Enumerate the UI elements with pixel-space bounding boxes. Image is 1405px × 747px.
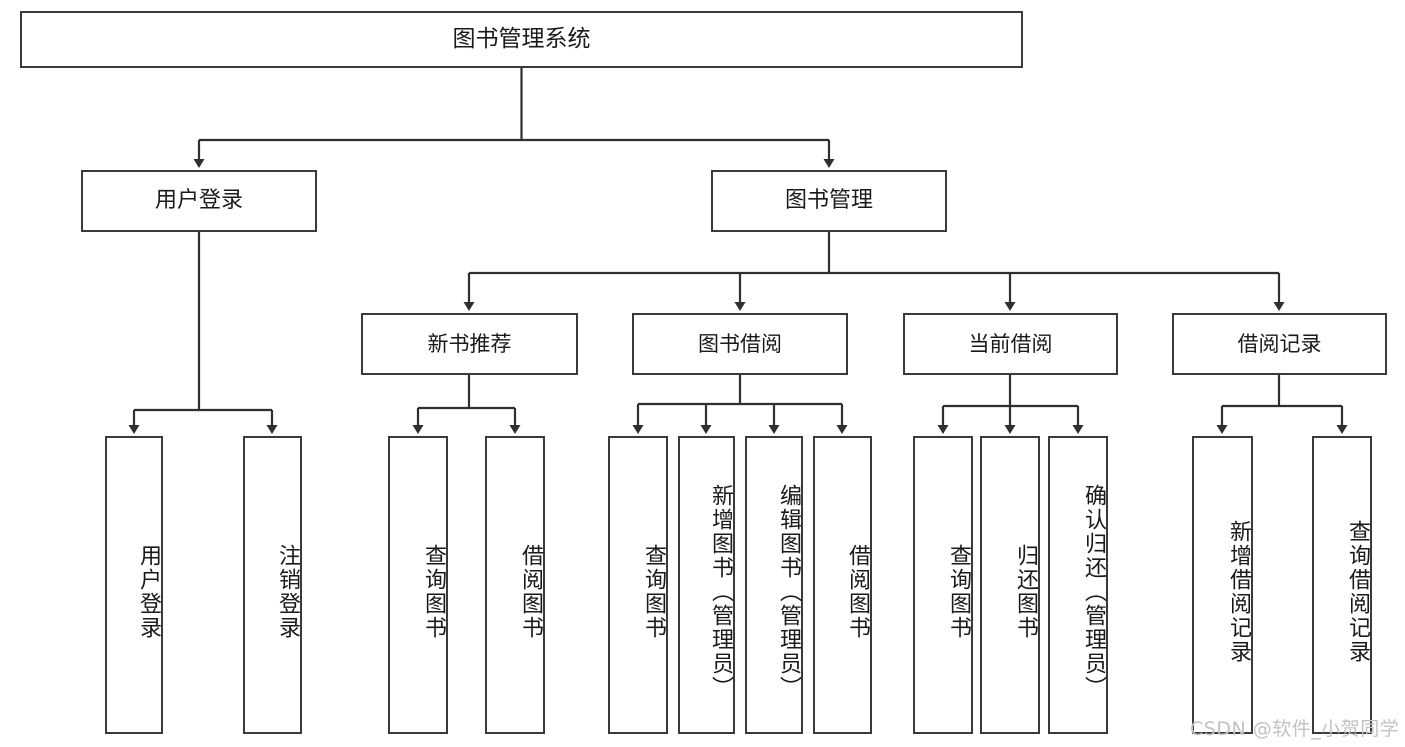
node-leaf-borrow-book-1[interactable]: 借阅图书	[485, 436, 545, 734]
node-label: 查询借阅记录	[1345, 520, 1370, 664]
node-leaf-query-book-2[interactable]: 查询图书	[608, 436, 668, 734]
node-leaf-query-book-1[interactable]: 查询图书	[388, 436, 448, 734]
node-label: 确认归还（管理员）	[1081, 484, 1106, 700]
node-leaf-logout-login[interactable]: 注销登录	[243, 436, 302, 734]
node-label: 新增借阅记录	[1226, 520, 1251, 664]
node-borrow-record[interactable]: 借阅记录	[1172, 313, 1387, 375]
node-leaf-borrow-book-2[interactable]: 借阅图书	[813, 436, 872, 734]
node-label: 借阅图书	[518, 544, 543, 640]
node-label: 编辑图书（管理员）	[776, 484, 801, 700]
node-label: 新增图书（管理员）	[708, 484, 733, 700]
node-root[interactable]: 图书管理系统	[20, 11, 1023, 68]
node-label: 注销登录	[275, 544, 300, 640]
node-label: 用户登录	[154, 188, 243, 214]
node-label: 查询图书	[641, 544, 666, 640]
node-leaf-query-book-3[interactable]: 查询图书	[913, 436, 973, 734]
node-leaf-query-record[interactable]: 查询借阅记录	[1312, 436, 1372, 734]
node-label: 借阅图书	[845, 544, 870, 640]
node-user-login[interactable]: 用户登录	[81, 170, 317, 232]
node-book-manage[interactable]: 图书管理	[711, 170, 947, 232]
node-label: 归还图书	[1013, 544, 1038, 640]
node-leaf-edit-book[interactable]: 编辑图书（管理员）	[745, 436, 803, 734]
node-label: 查询图书	[421, 544, 446, 640]
node-label: 新书推荐	[427, 331, 512, 356]
node-label: 图书管理	[784, 188, 873, 214]
node-label: 查询图书	[946, 544, 971, 640]
node-leaf-add-record[interactable]: 新增借阅记录	[1192, 436, 1253, 734]
node-label: 图书管理系统	[452, 25, 591, 52]
node-book-borrow[interactable]: 图书借阅	[632, 313, 848, 375]
node-leaf-return-book[interactable]: 归还图书	[980, 436, 1040, 734]
node-leaf-user-login[interactable]: 用户登录	[105, 436, 163, 734]
node-leaf-confirm-return[interactable]: 确认归还（管理员）	[1048, 436, 1108, 734]
node-label: 当前借阅	[968, 331, 1053, 356]
node-leaf-add-book[interactable]: 新增图书（管理员）	[678, 436, 735, 734]
node-label: 图书借阅	[698, 331, 782, 356]
node-new-book-recommend[interactable]: 新书推荐	[361, 313, 578, 375]
node-current-borrow[interactable]: 当前借阅	[903, 313, 1118, 375]
node-label: 借阅记录	[1237, 331, 1322, 356]
node-label: 用户登录	[136, 544, 161, 640]
